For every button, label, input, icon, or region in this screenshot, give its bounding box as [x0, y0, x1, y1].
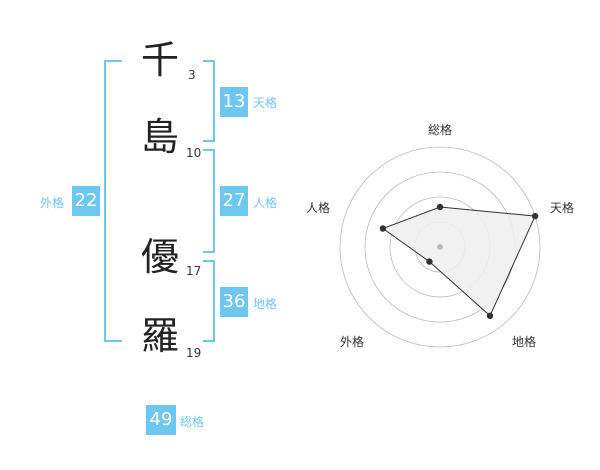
- chikaku-label: 地格: [253, 297, 278, 311]
- radar-axis-label-tenkaku: 天格: [550, 200, 574, 215]
- radar-point-4: [379, 225, 387, 232]
- radar-chart: 総格 天格 地格 外格 人格: [306, 122, 574, 349]
- radar-point-1: [531, 212, 539, 220]
- tenkaku-label: 天格: [253, 96, 278, 110]
- radar-ring: [339, 146, 541, 348]
- soukaku-badge: 49: [146, 405, 176, 435]
- radar-point-0: [436, 203, 444, 211]
- name-char-3: 優: [140, 235, 179, 279]
- tenkaku-bracket: [203, 60, 215, 142]
- radar-points: [379, 203, 539, 319]
- chikaku-badge: 36: [220, 287, 248, 317]
- radar-point-3: [426, 258, 433, 265]
- gaikaku-label: 外格: [40, 196, 65, 210]
- gaikaku-badge: 22: [72, 186, 100, 216]
- stroke-count-2: 10: [186, 146, 202, 160]
- jinkaku-bracket: [203, 149, 215, 253]
- radar-axis-label-jinkaku: 人格: [306, 200, 330, 215]
- stroke-count-1: 3: [188, 68, 196, 82]
- radar-axis-label-soukaku: 総格: [428, 122, 452, 137]
- radar-axis-label-gaikaku: 外格: [340, 334, 364, 349]
- gaikaku-bracket: [104, 60, 122, 342]
- chikaku-bracket: [203, 260, 215, 342]
- radar-center-dot: [437, 244, 443, 250]
- name-char-4: 羅: [140, 314, 179, 358]
- name-char-1: 千: [140, 38, 179, 82]
- tenkaku-badge: 13: [220, 87, 248, 117]
- stroke-count-3: 17: [186, 264, 202, 278]
- jinkaku-label: 人格: [253, 196, 278, 210]
- radar-area: [381, 206, 536, 317]
- soukaku-label: 総格: [180, 415, 205, 429]
- radar-axis-label-chikaku: 地格: [512, 334, 536, 349]
- name-char-2: 島: [140, 115, 179, 159]
- radar-point-2: [486, 312, 494, 319]
- stroke-count-4: 19: [186, 346, 202, 360]
- jinkaku-badge: 27: [220, 186, 248, 216]
